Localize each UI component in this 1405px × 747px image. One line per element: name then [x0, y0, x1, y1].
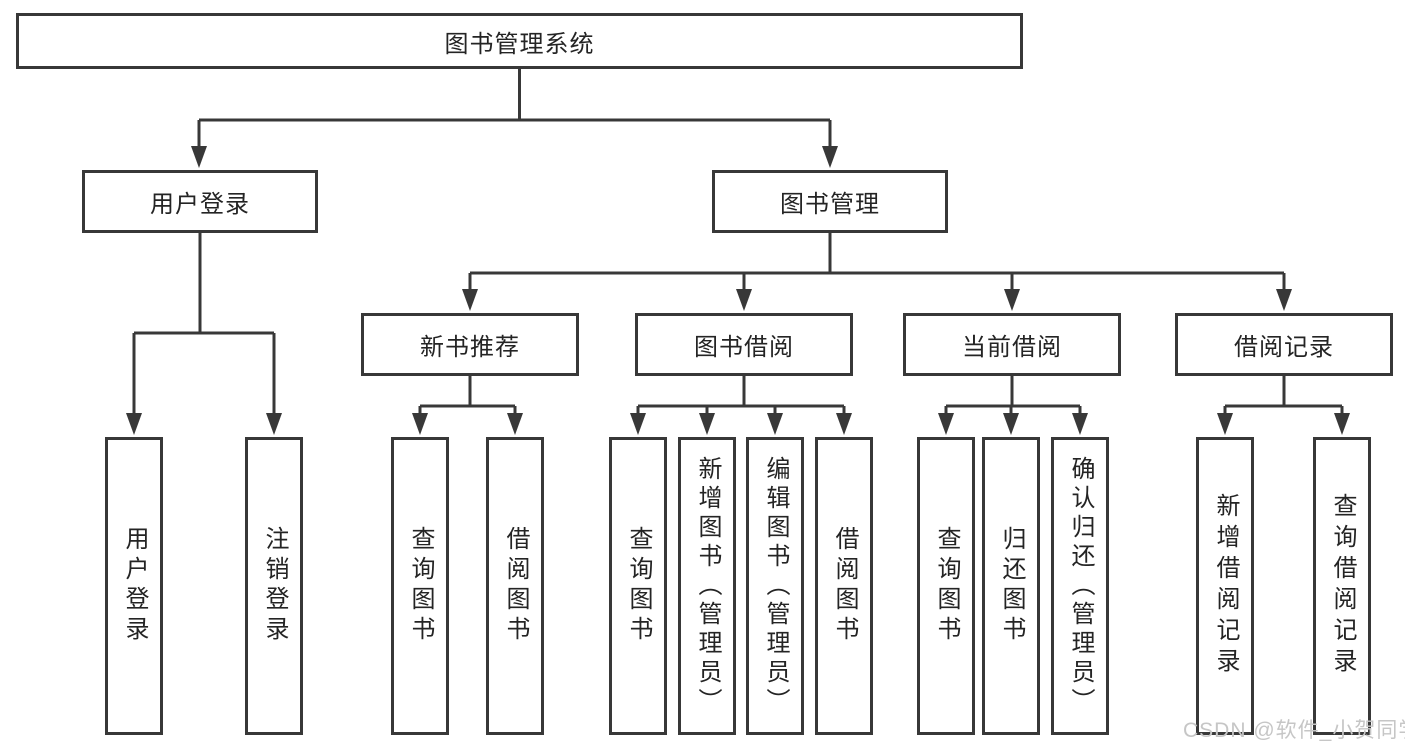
- connector-lines: [132, 69, 1344, 417]
- node-label: 图书借阅: [694, 334, 794, 361]
- node-label: 注销登录: [261, 526, 288, 646]
- node-user-login-leaf: 用户登录: [105, 437, 163, 735]
- node-logout: 注销登录: [245, 437, 303, 735]
- node-label: 查询图书: [933, 526, 960, 646]
- node-label: 归还图书: [998, 526, 1025, 646]
- node-label: 用户登录: [150, 191, 250, 218]
- node-borrow-books-borrowing: 借阅图书: [815, 437, 873, 735]
- node-label: 新增图书（管理员）: [694, 455, 721, 717]
- node-label: 用户登录: [121, 526, 148, 646]
- node-borrow-books-recommend: 借阅图书: [486, 437, 544, 735]
- node-label: 编辑图书（管理员）: [762, 455, 789, 717]
- node-add-books-admin: 新增图书（管理员）: [678, 437, 736, 735]
- node-label: 借阅记录: [1234, 334, 1334, 361]
- node-query-books-borrowing: 查询图书: [609, 437, 667, 735]
- node-return-books: 归还图书: [982, 437, 1040, 735]
- node-label: 新增借阅记录: [1212, 493, 1239, 679]
- node-library-system: 图书管理系统: [16, 13, 1023, 69]
- connector-arrowheads: [126, 146, 1350, 435]
- node-label: 图书管理系统: [444, 30, 595, 58]
- node-label: 查询图书: [625, 526, 652, 646]
- node-query-borrow-record: 查询借阅记录: [1313, 437, 1371, 735]
- node-new-book-recommend: 新书推荐: [361, 313, 579, 376]
- node-edit-books-admin: 编辑图书（管理员）: [746, 437, 804, 735]
- node-label: 新书推荐: [420, 334, 520, 361]
- node-borrow-records: 借阅记录: [1175, 313, 1393, 376]
- node-query-books-current: 查询图书: [917, 437, 975, 735]
- node-confirm-return-admin: 确认归还（管理员）: [1051, 437, 1109, 735]
- node-label: 查询借阅记录: [1329, 493, 1356, 679]
- node-label: 查询图书: [407, 526, 434, 646]
- node-book-borrowing: 图书借阅: [635, 313, 853, 376]
- node-current-borrowing: 当前借阅: [903, 313, 1121, 376]
- node-label: 借阅图书: [502, 526, 529, 646]
- node-label: 借阅图书: [831, 526, 858, 646]
- node-add-borrow-record: 新增借阅记录: [1196, 437, 1254, 735]
- node-label: 确认归还（管理员）: [1067, 455, 1094, 717]
- watermark: CSDN @软件_小贺同学: [1183, 719, 1405, 742]
- node-label: 图书管理: [780, 191, 880, 218]
- node-label: 当前借阅: [962, 334, 1062, 361]
- node-user-login: 用户登录: [82, 170, 318, 233]
- node-query-books-recommend: 查询图书: [391, 437, 449, 735]
- node-book-management: 图书管理: [712, 170, 948, 233]
